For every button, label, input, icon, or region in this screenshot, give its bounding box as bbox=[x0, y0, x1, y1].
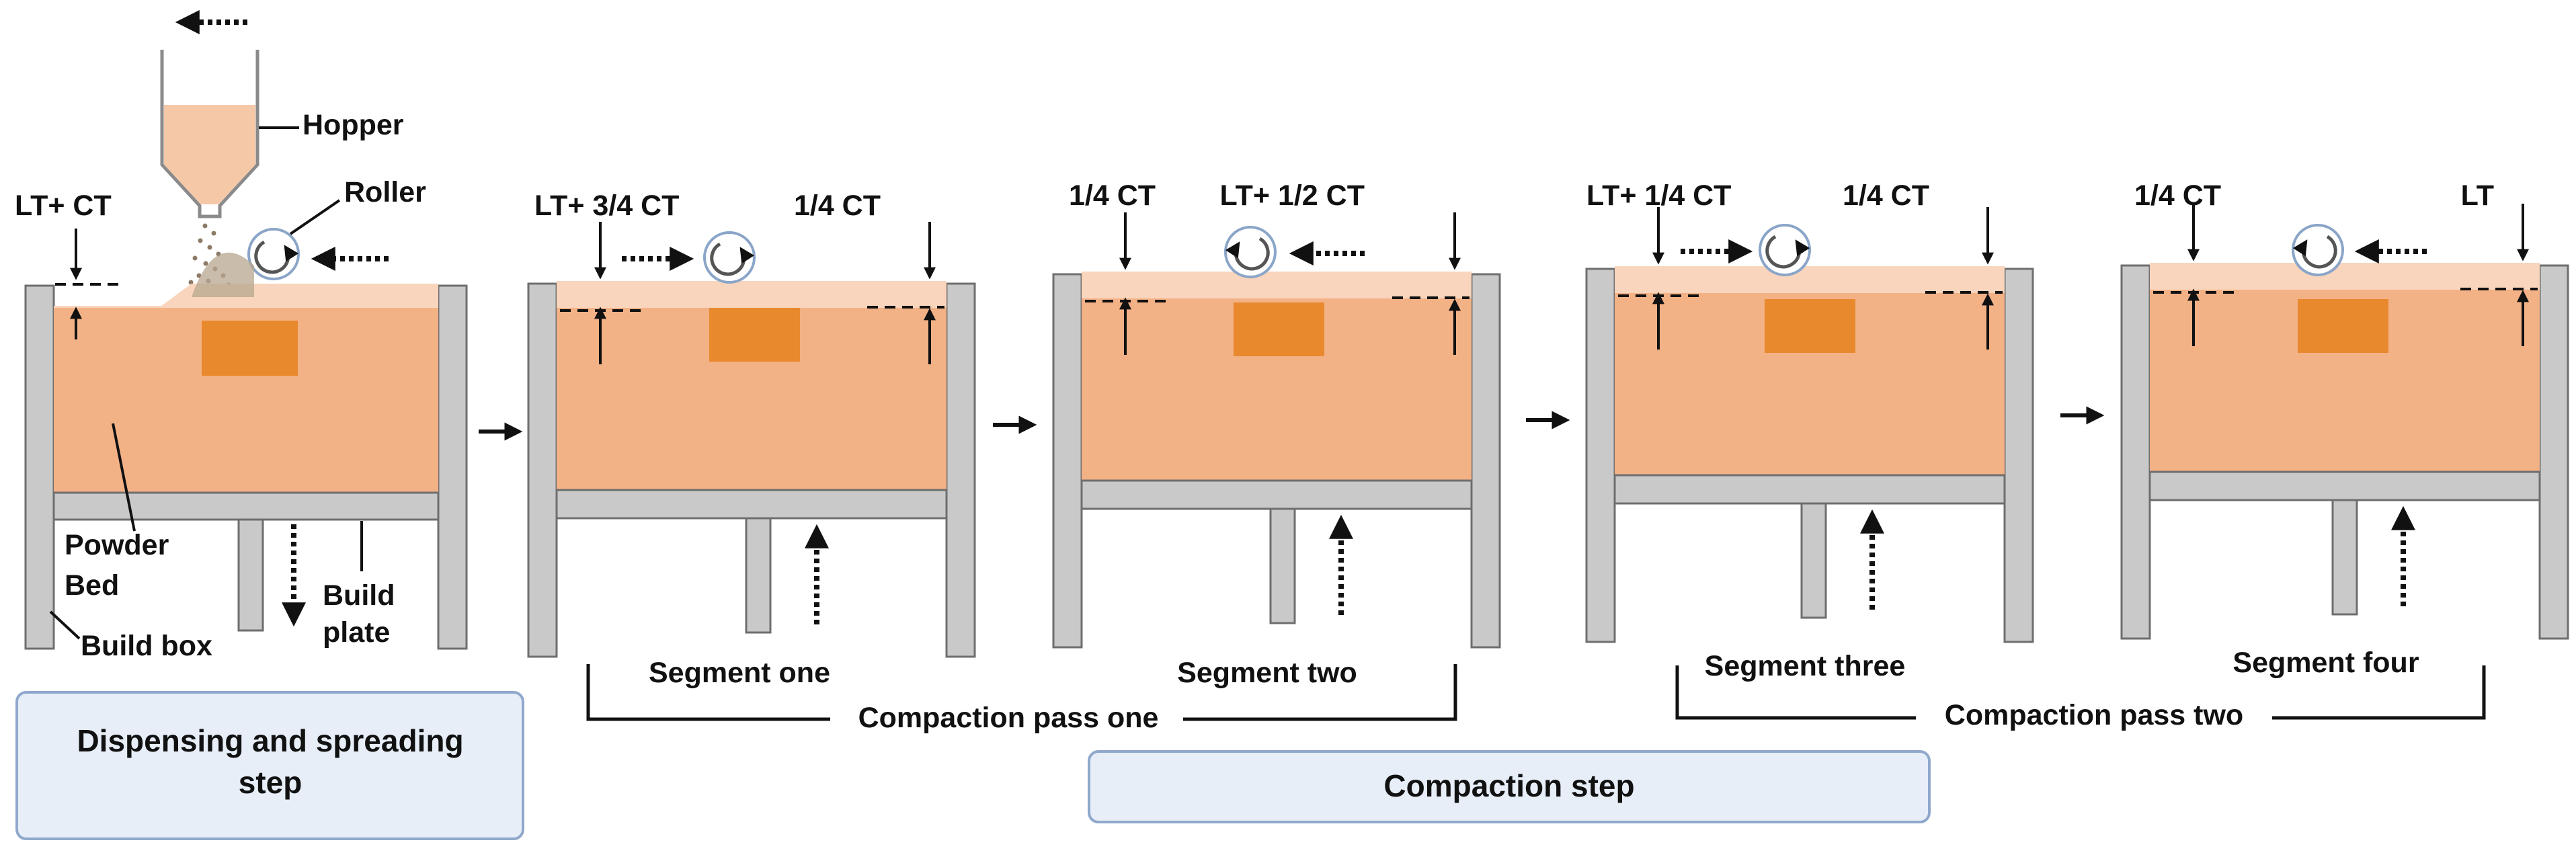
build-plate-label-2: plate bbox=[323, 616, 390, 649]
roller-rotation-arrow bbox=[1765, 235, 1810, 269]
right-thickness-label: 1/4 CT bbox=[794, 190, 881, 222]
roller-pointer bbox=[289, 199, 341, 235]
build-box-left-wall bbox=[24, 284, 55, 650]
printed-part bbox=[709, 308, 800, 362]
build-plate bbox=[1080, 479, 1473, 510]
build-box-left-wall bbox=[1585, 268, 1616, 643]
build-plate-label-1: Build bbox=[323, 579, 395, 612]
uncompacted-layer bbox=[1082, 272, 1472, 298]
printed-part bbox=[1765, 299, 1855, 353]
printed-part bbox=[202, 321, 298, 376]
printed-part bbox=[1234, 302, 1324, 356]
build-box-right-wall bbox=[2538, 264, 2569, 640]
build-plate bbox=[1613, 474, 2006, 505]
roller-icon bbox=[247, 228, 300, 280]
hopper-icon bbox=[160, 50, 259, 218]
hopper-label: Hopper bbox=[303, 109, 404, 141]
powder-particle bbox=[203, 261, 208, 266]
compaction-pass-two-label: Compaction pass two bbox=[1945, 699, 2243, 731]
powder-particle bbox=[192, 255, 198, 261]
left-thickness-label: LT+ 1/4 CT bbox=[1586, 179, 1731, 212]
build-box-label: Build box bbox=[81, 630, 212, 662]
printed-part bbox=[2298, 299, 2388, 353]
build-box-right-wall bbox=[437, 284, 468, 650]
segment-two-label: Segment two bbox=[1177, 657, 1357, 689]
build-plate-piston bbox=[2331, 499, 2358, 616]
powder-pile bbox=[192, 252, 254, 297]
uncompacted-layer bbox=[1615, 266, 2005, 293]
build-box-right-wall bbox=[945, 282, 976, 658]
roller-icon bbox=[703, 231, 756, 284]
powder-particle bbox=[207, 245, 212, 250]
roller-icon bbox=[2292, 224, 2344, 276]
left-thickness-label: 1/4 CT bbox=[2134, 179, 2221, 212]
build-box-left-wall bbox=[1052, 273, 1083, 649]
powder-particle bbox=[211, 231, 216, 236]
powder-particle bbox=[202, 223, 208, 229]
compaction-pass-one-label: Compaction pass one bbox=[858, 702, 1159, 734]
build-plate-piston bbox=[745, 517, 772, 634]
segment-four-label: Segment four bbox=[2232, 647, 2419, 679]
roller-rotation-arrow bbox=[2292, 235, 2337, 269]
powder-bed-label-2: Bed bbox=[65, 569, 119, 602]
build-box-left-wall bbox=[527, 282, 558, 658]
left-thickness-label: LT+ 3/4 CT bbox=[534, 190, 679, 222]
compaction-stage-4: LT+ 1/4 CT 1/4 CT bbox=[1585, 179, 2034, 643]
compaction-pass-two-bracket bbox=[1675, 665, 2486, 720]
roller-rotation-arrow bbox=[1225, 237, 1270, 271]
build-plate-piston bbox=[1269, 507, 1296, 624]
compaction-stage-2: LT+ 3/4 CT 1/4 CT bbox=[527, 190, 976, 658]
build-plate bbox=[2148, 471, 2541, 501]
right-thickness-label: 1/4 CT bbox=[1843, 179, 1929, 212]
build-box-right-wall bbox=[1470, 273, 1501, 649]
dispensing-step-label-2: step bbox=[239, 765, 303, 800]
build-plate bbox=[52, 491, 440, 521]
right-thickness-label: LT bbox=[2461, 179, 2494, 212]
build-box-left-wall bbox=[2120, 264, 2151, 640]
segment-three-label: Segment three bbox=[1705, 650, 1906, 682]
compaction-pass-one-bracket bbox=[586, 664, 1457, 721]
roller-label: Roller bbox=[344, 176, 426, 208]
roller-icon bbox=[1759, 224, 1811, 276]
roller-icon bbox=[1224, 226, 1277, 278]
powder-bed-pointer bbox=[112, 423, 136, 532]
compaction-step-label: Compaction step bbox=[1383, 768, 1634, 803]
uncompacted-layer bbox=[557, 281, 947, 308]
left-thickness-label: 1/4 CT bbox=[1069, 179, 1156, 212]
compaction-stage-5: 1/4 CT LT bbox=[2120, 179, 2569, 640]
dispensing-step-box bbox=[15, 691, 524, 840]
segment-one-label: Segment one bbox=[649, 657, 830, 689]
roller-rotation-arrow bbox=[710, 242, 755, 276]
build-plate-piston bbox=[237, 518, 264, 632]
powder-bed-label-1: Powder bbox=[65, 529, 169, 561]
compaction-step-box bbox=[1088, 750, 1931, 823]
right-thickness-label: LT+ 1/2 CT bbox=[1220, 179, 1365, 212]
build-plate bbox=[555, 489, 948, 520]
layer-thickness-label: LT+ CT bbox=[15, 190, 112, 222]
build-plate-piston bbox=[1800, 502, 1827, 619]
dispensing-step-label-1: Dispensing and spreading bbox=[77, 723, 463, 758]
powder-particle bbox=[188, 280, 194, 285]
powder-particle bbox=[198, 238, 203, 243]
stage-1-dispensing: Hopper Roller LT+ CT Powder bbox=[15, 10, 468, 662]
build-box-pointer bbox=[49, 610, 81, 640]
uncompacted-layer bbox=[2150, 263, 2540, 290]
compaction-stage-3: 1/4 CT LT+ 1/2 CT bbox=[1052, 179, 1501, 649]
hopper-powder bbox=[164, 105, 255, 204]
build-box-right-wall bbox=[2003, 268, 2034, 643]
